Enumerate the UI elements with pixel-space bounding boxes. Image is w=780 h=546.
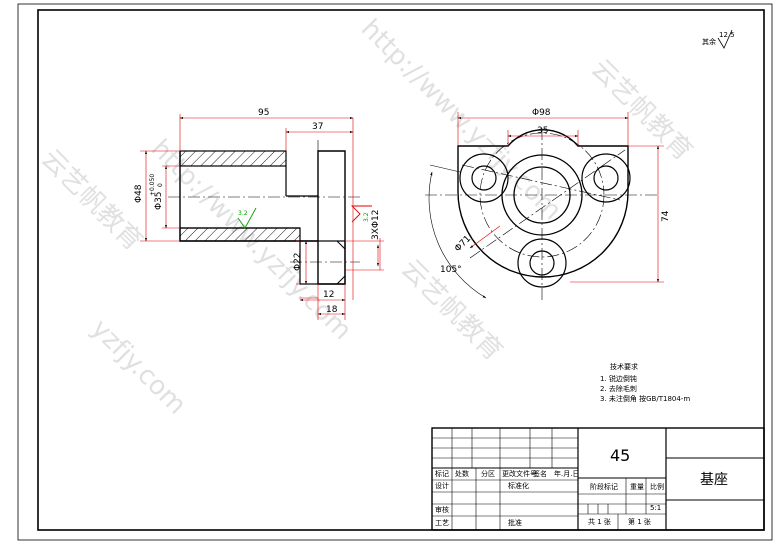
hole-right	[593, 165, 619, 191]
front-dimensions: 95 37 Φ48 Φ35 +0.050 0 Φ22 12 18 3XΦ12	[134, 108, 381, 315]
notes-item: 3. 未注倒角 按GB/T1804-m	[600, 394, 690, 403]
part-name: 基座	[700, 471, 728, 488]
dim-bore: Φ35	[154, 191, 164, 210]
scale-value: 5:1	[650, 504, 661, 512]
sheet-no: 第 1 张	[628, 517, 651, 526]
row-label-design: 设计	[435, 481, 449, 490]
dim-boss-total: 18	[326, 305, 338, 315]
roughness-value: 12.5	[719, 31, 735, 39]
boss-outline	[299, 240, 346, 285]
stage-label: 阶段标记	[590, 482, 618, 491]
dim-outer-dia: Φ48	[134, 184, 144, 203]
dim-width: 35	[537, 126, 548, 136]
header-label: 标记	[435, 469, 449, 478]
header-label: 分区	[481, 469, 495, 478]
dim-boss-length: 12	[323, 290, 334, 300]
hatch-top	[179, 150, 287, 167]
header-label: 签名	[533, 469, 547, 478]
outer-border	[17, 3, 773, 541]
watermark-text: 云艺帆教育	[585, 54, 698, 167]
header-label: 处数	[455, 469, 469, 478]
roughness-symbol-general: 其余 12.5	[702, 29, 735, 49]
roughness-symbol-bore: 3.2	[237, 207, 257, 229]
dim-angle: 105°	[440, 265, 462, 275]
dim-bore-tol-lower: 0	[157, 183, 164, 187]
notes-item: 2. 去除毛刺	[600, 384, 637, 393]
roughness-label: 其余	[702, 37, 716, 46]
row-label-process: 工艺	[435, 519, 449, 527]
watermark-text: yzfjy.com	[85, 314, 192, 421]
dim-bore-tol-upper: +0.050	[149, 174, 156, 196]
row-label-review: 审核	[435, 505, 449, 514]
watermark-text: http://www.yzfjy.com	[355, 14, 567, 226]
material: 45	[610, 446, 630, 465]
title-block	[431, 427, 765, 531]
dim-overall-length: 95	[258, 108, 269, 118]
dim-height: 74	[661, 210, 671, 222]
notes-item: 1. 锐边倒钝	[600, 374, 637, 383]
lug-right	[581, 153, 631, 203]
rough-bore-value: 3.2	[238, 210, 248, 217]
scale-label: 比例	[650, 482, 664, 491]
header-label: 年.月.日	[554, 469, 579, 478]
dim-flange-dia: Φ98	[532, 108, 551, 118]
dim-holes: 3XΦ12	[371, 210, 381, 240]
notes-title: 技术要求	[610, 362, 638, 371]
rough-side-value: 3.2	[363, 212, 370, 222]
title-block-text: 标记 处数 分区 更改文件号 签名 年.月.日 设计 标准化 审核 工艺 批准 …	[435, 446, 728, 527]
inner-border	[37, 9, 765, 531]
weight-label: 重量	[630, 483, 644, 491]
angle-arc	[428, 171, 487, 299]
front-view: 95 37 Φ48 Φ35 +0.050 0 Φ22 12 18 3XΦ12 3…	[134, 108, 384, 320]
hatch-bottom	[179, 227, 301, 242]
watermark-text: 云艺帆教育	[35, 144, 148, 257]
technical-notes: 技术要求 1. 锐边倒钝 2. 去除毛刺 3. 未注倒角 按GB/T1804-m	[600, 362, 690, 403]
dim-flange-length: 37	[312, 122, 323, 132]
roughness-symbol-side: 3.2	[350, 205, 372, 223]
std-label: 标准化	[508, 481, 529, 490]
approve-label: 批准	[508, 518, 522, 527]
dim-boss-dia: Φ22	[293, 252, 303, 271]
total-sheets: 共 1 张	[588, 517, 611, 526]
header-label: 更改文件号	[502, 469, 537, 478]
